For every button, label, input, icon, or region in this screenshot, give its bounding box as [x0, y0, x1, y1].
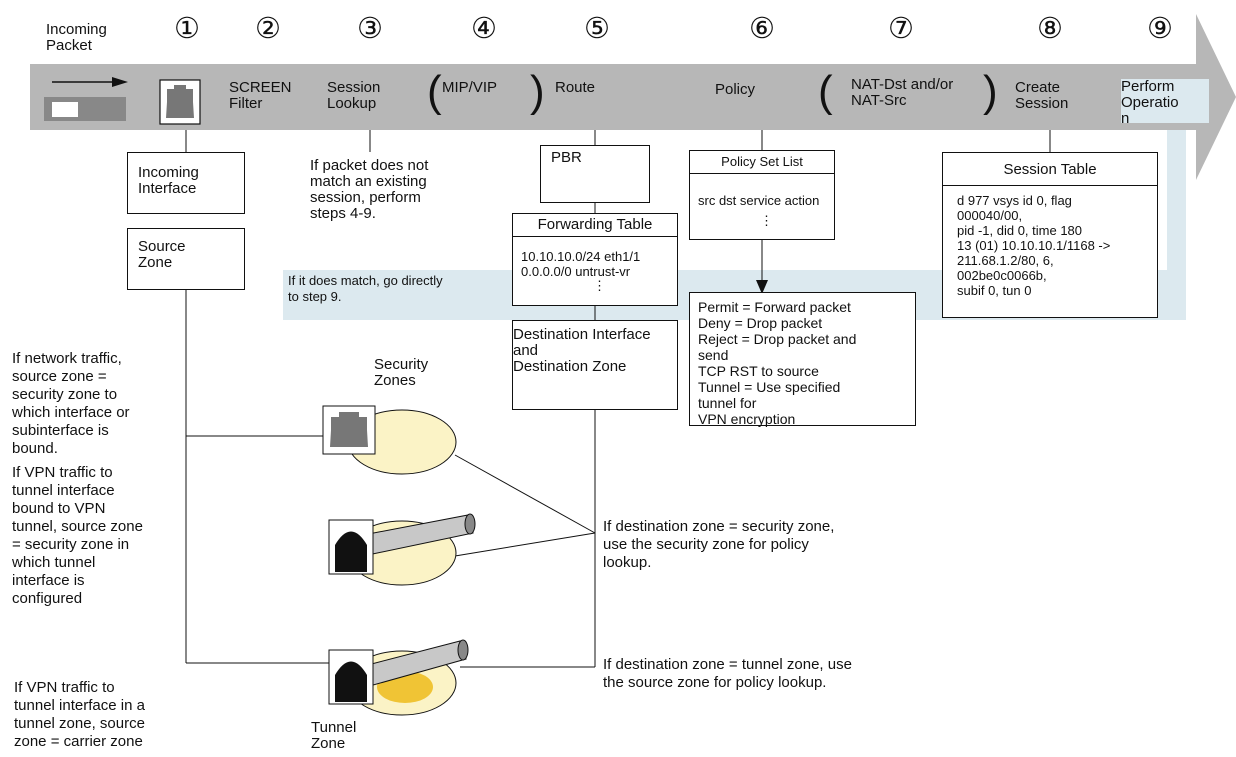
step-number-8: ⑧ [1037, 13, 1063, 45]
step-number-1: ① [174, 13, 200, 45]
step-label-policy: Policy [715, 81, 756, 98]
step-label-route: Route [555, 79, 596, 96]
step-label-nat: NAT-Dst and/or NAT-Src [851, 76, 954, 109]
policy-actions-box: Permit = Forward packet Deny = Drop pack… [689, 292, 916, 427]
policy-set-ellipsis: ⋮ [760, 213, 773, 228]
session-table-body: d 977 vsys id 0, flag 000040/00, pid -1,… [957, 193, 1111, 298]
step-number-3: ③ [357, 13, 383, 45]
policy-set-columns: src dst service action [698, 193, 820, 208]
step-number-2: ② [255, 13, 281, 45]
session-table-box: Session Table d 977 vsys id 0, flag 0000… [942, 152, 1158, 318]
pbr-box: PBR [540, 145, 650, 203]
pipeline-arrow [30, 14, 1236, 180]
paren-close-nat: ) [983, 67, 998, 116]
source-zone-box: Source Zone [127, 228, 245, 290]
forwarding-table-ellipsis: ⋮ [593, 278, 606, 293]
incoming-arrow [112, 77, 128, 87]
step-label-create-session: Create Session [1015, 79, 1069, 112]
note-dest-tunnel-zone: If destination zone = tunnel zone, use t… [603, 656, 852, 691]
note-vpn-traffic: If VPN traffic to tunnel interface bound… [12, 464, 143, 607]
vpn-tunnel-icon [328, 513, 476, 575]
tunnel-zone-label: Tunnel Zone [311, 719, 357, 752]
step-number-9: ⑨ [1147, 13, 1173, 45]
pbr-text: PBR [551, 149, 582, 166]
policy-actions-text: Permit = Forward packet Deny = Drop pack… [698, 299, 857, 427]
note-network-traffic: If network traffic, source zone = securi… [12, 350, 130, 457]
forwarding-table-box: Forwarding Table 10.10.10.0/24 eth1/1 0.… [512, 213, 678, 306]
step-number-6: ⑥ [749, 13, 775, 45]
forwarding-table-title: Forwarding Table [537, 216, 653, 233]
paren-open-mip: ( [427, 67, 442, 116]
policy-set-box: Policy Set List src dst service action ⋮ [689, 150, 835, 240]
tunnel-zone-icon [328, 639, 469, 705]
incoming-packet-label: Incoming Packet [46, 21, 107, 54]
session-table-title: Session Table [1003, 161, 1097, 178]
source-zone-text: Source Zone [138, 238, 186, 271]
policy-set-title: Policy Set List [721, 154, 803, 169]
step-label-perform-operation: Perform Operatio n [1121, 79, 1209, 127]
step-number-4: ④ [471, 13, 497, 45]
destination-box: Destination Interface and Destination Zo… [512, 320, 678, 410]
paren-open-nat: ( [818, 67, 833, 116]
step-label-mip-vip: MIP/VIP [442, 79, 498, 96]
security-zones-label: Security Zones [374, 356, 429, 389]
note-dest-security-zone: If destination zone = security zone, use… [603, 518, 835, 571]
note-vpn-tunnel-zone: If VPN traffic to tunnel interface in a … [14, 679, 145, 750]
step-label-screen-filter: SCREEN Filter [229, 79, 292, 112]
step-number-5: ⑤ [584, 13, 610, 45]
incoming-interface-text: Incoming Interface [138, 164, 199, 197]
step-label-session-lookup: Session Lookup [327, 79, 381, 112]
note-session-match: If it does match, go directly to step 9. [288, 273, 443, 304]
note-session-no-match: If packet does not match an existing ses… [310, 157, 429, 222]
destination-text: Destination Interface and Destination Zo… [513, 326, 651, 375]
incoming-interface-box: Incoming Interface [127, 152, 245, 214]
forwarding-table-rows: 10.10.10.0/24 eth1/1 0.0.0.0/0 untrust-v… [521, 249, 641, 279]
paren-close-mip: ) [530, 67, 545, 116]
step-number-7: ⑦ [888, 13, 914, 45]
